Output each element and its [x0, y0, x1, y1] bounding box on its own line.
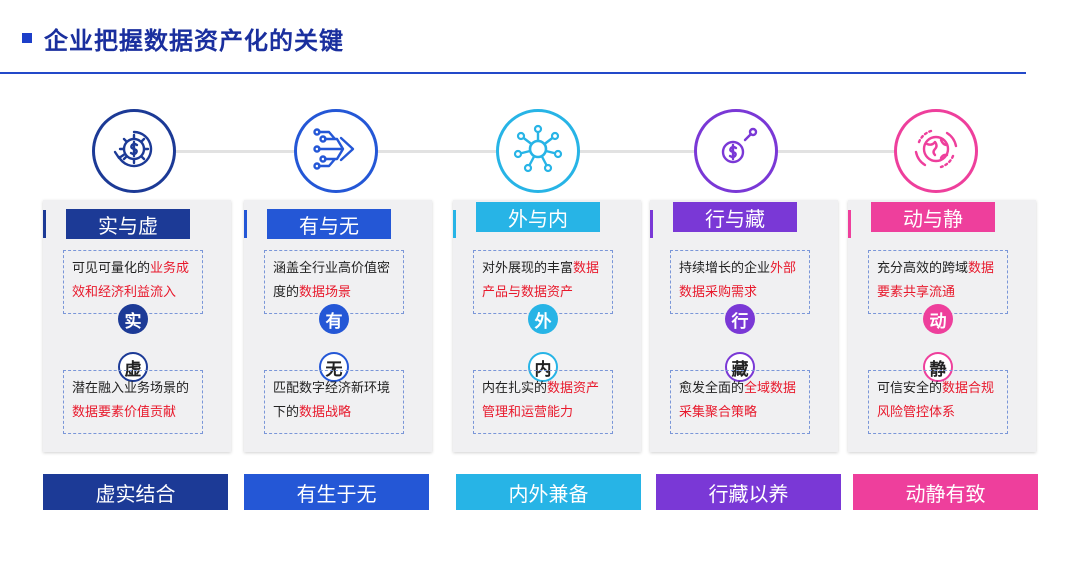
- coin-orbit-icon: [711, 124, 761, 178]
- bottom-node-badge: 内: [528, 352, 558, 382]
- highlighted-text: 数据产品与数据资产: [482, 261, 600, 300]
- highlighted-text: 数据要素共享流通: [877, 261, 995, 300]
- highlighted-text: 全域数据采集聚合策略: [679, 381, 797, 420]
- bottom-description-box: 潜在融入业务场景的数据要素价值贡献: [63, 370, 203, 434]
- top-node-badge: 动: [923, 304, 953, 334]
- panel-accent-bar: [43, 210, 46, 238]
- icon-circle-5: [894, 109, 978, 193]
- summary-banner-3: 内外兼备: [456, 474, 641, 510]
- title-divider: [0, 72, 1026, 74]
- body-text: 内在扎实的: [482, 381, 548, 396]
- panel-title-tab: 动与静: [871, 202, 995, 232]
- top-node-badge: 实: [118, 304, 148, 334]
- summary-banner-1: 虚实结合: [43, 474, 228, 510]
- highlighted-text: 数据要素价值贡献: [72, 405, 177, 420]
- top-description-box: 对外展现的丰富数据产品与数据资产: [473, 250, 613, 314]
- highlighted-text: 数据资产管理和运营能力: [482, 381, 600, 420]
- circuit-arrow-icon: [311, 124, 361, 178]
- panel-accent-bar: [453, 210, 456, 238]
- bottom-node-badge: 藏: [725, 352, 755, 382]
- panel-accent-bar: [848, 210, 851, 238]
- summary-banner-5: 动静有致: [853, 474, 1038, 510]
- globe-orbit-icon: [911, 124, 961, 178]
- top-description-box: 持续增长的企业外部数据采购需求: [670, 250, 810, 314]
- bottom-description-box: 可信安全的数据合规风险管控体系: [868, 370, 1008, 434]
- gear-dollar-cycle-icon: [109, 124, 159, 178]
- icon-circle-4: [694, 109, 778, 193]
- top-node-badge: 行: [725, 304, 755, 334]
- body-text: 持续增长的企业: [679, 261, 771, 276]
- concept-panel-5: 动与静充分高效的跨域数据要素共享流通动静可信安全的数据合规风险管控体系: [848, 200, 1036, 452]
- title-marker: [22, 33, 32, 43]
- icon-circle-3: [496, 109, 580, 193]
- bottom-node-badge: 虚: [118, 352, 148, 382]
- body-text: 充分高效的跨域: [877, 261, 969, 276]
- network-hub-icon: [513, 124, 563, 178]
- body-text: 涵盖全行业高价值密度的: [273, 261, 391, 300]
- summary-banner-4: 行藏以养: [656, 474, 841, 510]
- top-node-badge: 外: [528, 304, 558, 334]
- concept-panel-4: 行与藏持续增长的企业外部数据采购需求行藏愈发全面的全域数据采集聚合策略: [650, 200, 838, 452]
- bottom-node-badge: 静: [923, 352, 953, 382]
- summary-banner-2: 有生于无: [244, 474, 429, 510]
- body-text: 可见可量化的: [72, 261, 151, 276]
- concept-panel-1: 实与虚可见可量化的业务成效和经济利益流入实虚潜在融入业务场景的数据要素价值贡献: [43, 200, 231, 452]
- highlighted-text: 数据场景: [299, 285, 352, 300]
- highlighted-text: 数据合规风险管控体系: [877, 381, 995, 420]
- panel-accent-bar: [650, 210, 653, 238]
- bottom-description-box: 内在扎实的数据资产管理和运营能力: [473, 370, 613, 434]
- concept-panel-3: 外与内对外展现的丰富数据产品与数据资产外内内在扎实的数据资产管理和运营能力: [453, 200, 641, 452]
- panel-title-tab: 外与内: [476, 202, 600, 232]
- top-node-badge: 有: [319, 304, 349, 334]
- bottom-description-box: 匹配数字经济新环境下的数据战略: [264, 370, 404, 434]
- panel-accent-bar: [244, 210, 247, 238]
- icon-circle-2: [294, 109, 378, 193]
- panel-title-tab: 行与藏: [673, 202, 797, 232]
- highlighted-text: 外部数据采购需求: [679, 261, 797, 300]
- concept-panel-2: 有与无涵盖全行业高价值密度的数据场景有无匹配数字经济新环境下的数据战略: [244, 200, 432, 452]
- highlighted-text: 业务成效和经济利益流入: [72, 261, 190, 300]
- bottom-node-badge: 无: [319, 352, 349, 382]
- body-text: 匹配数字经济新环境下的: [273, 381, 391, 420]
- body-text: 潜在融入业务场景的: [72, 381, 190, 396]
- body-text: 愈发全面的: [679, 381, 745, 396]
- panel-title-tab: 实与虚: [66, 209, 190, 239]
- icon-circle-1: [92, 109, 176, 193]
- body-text: 对外展现的丰富: [482, 261, 574, 276]
- body-text: 可信安全的: [877, 381, 943, 396]
- bottom-description-box: 愈发全面的全域数据采集聚合策略: [670, 370, 810, 434]
- page-header: 企业把握数据资产化的关键: [22, 18, 344, 58]
- page-title: 企业把握数据资产化的关键: [44, 26, 344, 55]
- panel-title-tab: 有与无: [267, 209, 391, 239]
- highlighted-text: 数据战略: [299, 405, 352, 420]
- top-description-box: 涵盖全行业高价值密度的数据场景: [264, 250, 404, 314]
